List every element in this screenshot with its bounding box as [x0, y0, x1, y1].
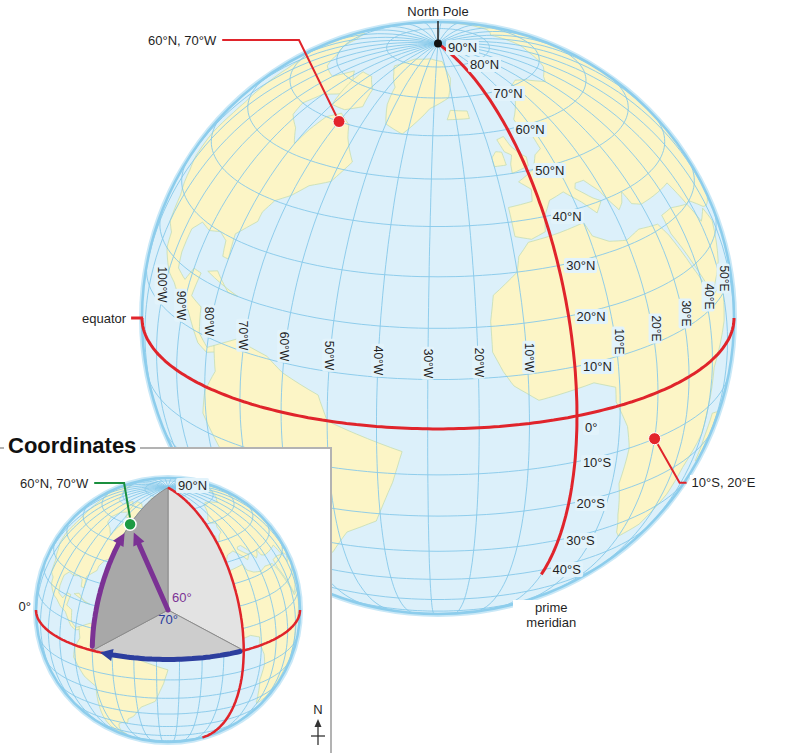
longitude-label: 80°W [202, 304, 215, 337]
panel-heading: Coordinates [4, 432, 140, 460]
latitude-label: 70°N [492, 86, 525, 101]
coordinate-callout: 60°N, 70°W [18, 476, 90, 491]
latitude-label: 20°N [575, 309, 608, 324]
longitude-label: 10°E [611, 326, 624, 356]
globe-glow [33, 475, 303, 745]
latitude-label: 30°S [564, 533, 596, 548]
coordinate-callout: 60°N, 70°W [146, 33, 218, 48]
angle-label: 60° [172, 590, 192, 605]
angle-arrows [92, 533, 240, 661]
landmass [447, 110, 469, 120]
landmass [167, 33, 365, 353]
latitude-label: 40°S [551, 562, 583, 577]
longitude-label: 70°W [237, 318, 250, 351]
longitude-label: 20°E [648, 313, 661, 343]
inset-ground [0, 447, 332, 753]
ocean [36, 478, 300, 742]
leader-lines [94, 483, 136, 530]
leader-lines [131, 21, 687, 483]
latitude-arrow [92, 540, 120, 646]
coordinate-callout: 10°S, 20°E [690, 475, 758, 490]
meridian-label: prime meridian [513, 600, 589, 630]
equator-line [36, 610, 300, 659]
latitude-label: 80°N [468, 57, 501, 72]
location-dot [333, 116, 345, 128]
landmass [695, 411, 718, 461]
latitude-label: 10°N [581, 359, 614, 374]
angle-label: 70° [158, 612, 178, 627]
radius-arrow [137, 540, 168, 610]
longitude-label: 10°W [522, 341, 535, 374]
latitude-label: 50°N [533, 163, 566, 178]
north-arrow [311, 719, 325, 745]
north-arrow-shaft [317, 724, 318, 745]
equator-label: equator [80, 311, 128, 326]
latitude-label: 90°N [176, 478, 209, 493]
latitude-label: 30°N [564, 258, 597, 273]
north-arrow-head [315, 719, 322, 727]
longitude-label: 100°W [154, 264, 167, 304]
latitude-label: 20°S [575, 496, 607, 511]
red-lines [36, 488, 300, 738]
longitude-label: 30°E [679, 298, 692, 328]
radius-arrow-head [133, 533, 144, 547]
pole-dot [434, 40, 442, 48]
longitude-label: 50°W [323, 338, 336, 371]
globe-rim [36, 478, 300, 742]
prime-meridian-line [168, 488, 244, 738]
longitude-label: 40°W [371, 344, 384, 377]
longitude-label: 0° [19, 599, 31, 614]
longitude-arrow-head [100, 649, 114, 661]
equator-line [142, 318, 734, 429]
latitude-label: 90°N [446, 40, 479, 55]
latitude-label: 10°S [581, 455, 613, 470]
latitude-label: 0° [583, 420, 599, 435]
leader-line [655, 439, 687, 483]
prime-meridian-line [438, 44, 577, 575]
leader-line [94, 483, 130, 518]
longitude-label: 20°W [472, 345, 485, 378]
longitude-arrow [108, 652, 240, 660]
landmass [386, 59, 451, 134]
longitude-label: 90°W [174, 288, 187, 321]
angle-planes [92, 488, 243, 660]
globe-surface [36, 478, 300, 742]
north-arrow-cross [311, 735, 325, 736]
latitude-label: 60°N [514, 122, 547, 137]
longitude-label: 50°E [717, 263, 730, 293]
longitude-label: 60°W [277, 330, 290, 363]
meridian-plane [92, 488, 168, 651]
location-dot [649, 433, 661, 445]
location-dot [124, 518, 136, 530]
leader-line [222, 40, 339, 122]
leader-line [131, 317, 143, 320]
compass-label: N [313, 702, 322, 717]
longitude-label: 40°E [702, 281, 715, 311]
longitude-label: 30°W [422, 346, 435, 379]
globe [33, 475, 303, 745]
inset-panel: Coordinates [0, 447, 332, 753]
latitude-arrow-head [113, 533, 125, 547]
latitude-label: 40°N [551, 209, 584, 224]
pole-label: North Pole [405, 4, 470, 19]
graticule [36, 478, 300, 742]
